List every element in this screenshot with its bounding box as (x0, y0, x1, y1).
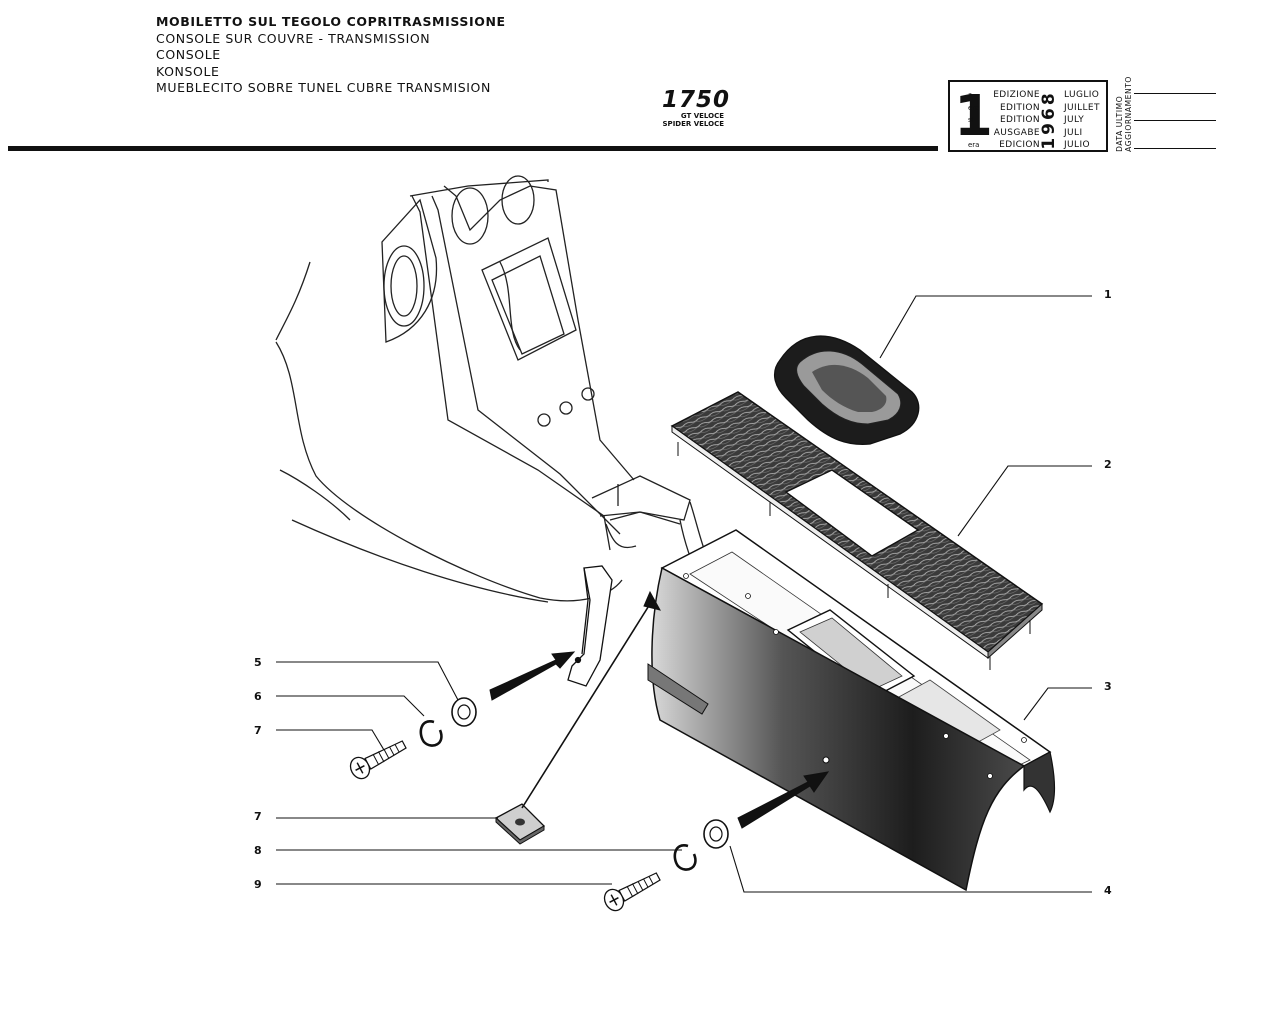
catalog-titles: MOBILETTO SUL TEGOLO COPRITRASMISSIONE C… (156, 14, 506, 97)
callout-2: 2 (1104, 458, 1112, 471)
title-english: CONSOLE (156, 47, 221, 62)
callout-7-upper: 7 (254, 724, 262, 737)
callout-3: 3 (1104, 680, 1112, 693)
month: JULI (1064, 127, 1083, 138)
update-line-1 (1134, 93, 1216, 94)
month: JUILLET (1064, 102, 1100, 113)
title-french: CONSOLE SUR COUVRE - TRANSMISSION (156, 30, 431, 46)
suffix: era (968, 141, 980, 149)
callout-4: 4 (1104, 884, 1112, 897)
washer-lower (703, 819, 729, 849)
callout-1: 1 (1104, 288, 1112, 301)
car-interior-outline (275, 175, 709, 603)
month: JULIO (1064, 140, 1090, 150)
suffix: . (968, 128, 971, 137)
edition-suffixes: a ere st . era (968, 89, 979, 152)
edition-word: EDITION (999, 115, 1040, 125)
model-badge: 1750 GT VELOCE SPIDER VELOCE (640, 88, 730, 128)
suffix: st (968, 116, 975, 124)
screw-upper (349, 740, 407, 780)
edition-word: EDIZIONE (993, 90, 1040, 100)
title-italian: MOBILETTO SUL TEGOLO COPRITRASMISSIONE (156, 14, 506, 29)
spring-clip-upper (419, 720, 443, 747)
model-variant-spider: SPIDER VELOCE (662, 120, 724, 128)
leader-lines (276, 295, 1092, 893)
washer-upper (451, 697, 477, 727)
part-3-console-body (647, 529, 1056, 892)
model-variant-gt: GT VELOCE (680, 112, 724, 120)
edition-months: LUGLIO JUILLET JULY JULI JULIO (1064, 89, 1100, 152)
edition-words: EDIZIONE EDITION EDITION AUSGABE EDICION (970, 89, 1040, 152)
month: JULY (1064, 115, 1085, 125)
screw-lower (603, 872, 661, 912)
bracket-part (567, 565, 613, 687)
month: LUGLIO (1064, 90, 1100, 100)
header-rule (8, 146, 938, 151)
edition-word: EDITION (999, 102, 1040, 113)
edition-word: EDICION (999, 140, 1040, 150)
assembly-arrows (489, 590, 830, 829)
cage-nut-part (494, 803, 546, 845)
part-1-boot (774, 335, 920, 446)
callout-6: 6 (254, 690, 262, 703)
edition-word: AUSGABE (993, 127, 1040, 138)
suffix: a (968, 91, 973, 99)
update-line-2 (1134, 120, 1216, 121)
edition-box: 1 a ere st . era EDIZIONE EDITION EDITIO… (948, 80, 1108, 152)
callout-7-lower: 7 (254, 810, 262, 823)
callout-5: 5 (254, 656, 262, 669)
suffix: ere (968, 103, 980, 112)
model-number: 1750 (661, 87, 730, 113)
part-2-trim-panel (670, 391, 1044, 670)
edition-number: 1 (954, 84, 993, 149)
callout-8: 8 (254, 844, 262, 857)
callout-9: 9 (254, 878, 262, 891)
title-german: KONSOLE (156, 63, 220, 79)
update-line-3 (1134, 148, 1216, 149)
title-spanish: MUEBLECITO SOBRE TUNEL CUBRE TRANSMISION (156, 80, 491, 95)
spring-clip-lower (673, 844, 697, 871)
